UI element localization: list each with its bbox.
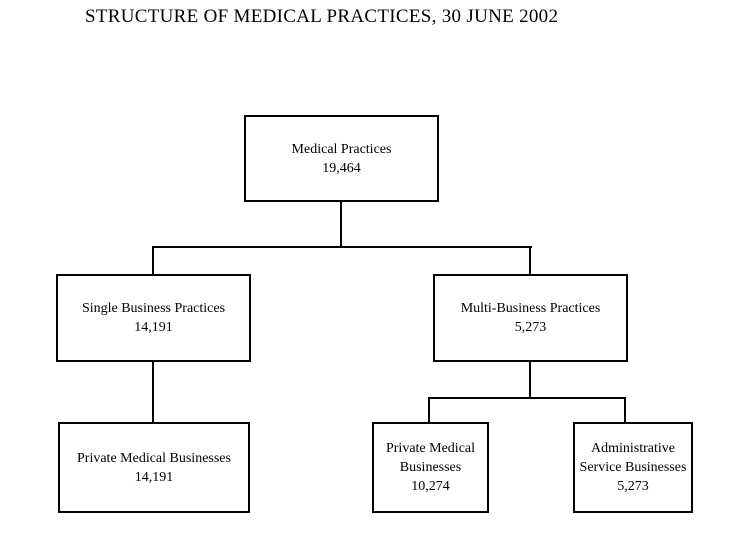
node-value: 5,273: [514, 320, 547, 335]
node-value: 5,273: [617, 479, 649, 494]
node-label: Private Medical Businesses: [385, 441, 476, 475]
connector-single-top: [152, 246, 154, 274]
node-medical-practices: Medical Practices 19,464: [244, 115, 439, 202]
node-label: Multi-Business Practices: [460, 301, 601, 316]
node-private-medical-businesses-single: Private Medical Businesses 14,191: [58, 422, 250, 513]
node-single-business-practices: Single Business Practices 14,191: [56, 274, 251, 362]
node-value: 14,191: [134, 320, 173, 335]
connector-multi-admin-top: [624, 397, 626, 422]
node-private-medical-businesses-multi: Private Medical Businesses 10,274: [372, 422, 489, 513]
node-value: 19,464: [322, 160, 361, 176]
node-multi-business-practices: Multi-Business Practices 5,273: [433, 274, 628, 362]
node-administrative-service-businesses: Administrative Service Businesses 5,273: [573, 422, 693, 513]
node-label: Single Business Practices: [81, 301, 226, 316]
node-label: Medical Practices: [291, 141, 392, 157]
connector-level1-horizontal: [152, 246, 532, 248]
connector-multi-top: [529, 246, 531, 274]
node-value: 10,274: [411, 479, 450, 494]
connector-root-down: [340, 200, 342, 248]
connector-level2-horizontal: [428, 397, 626, 399]
connector-multi-private-top: [428, 397, 430, 422]
diagram-title: STRUCTURE OF MEDICAL PRACTICES, 30 JUNE …: [85, 6, 559, 27]
connector-multi-down: [529, 360, 531, 399]
node-label: Administrative Service Businesses: [579, 441, 687, 475]
connector-single-down: [152, 360, 154, 422]
node-value: 14,191: [134, 469, 174, 485]
node-label: Private Medical Businesses: [77, 450, 231, 466]
